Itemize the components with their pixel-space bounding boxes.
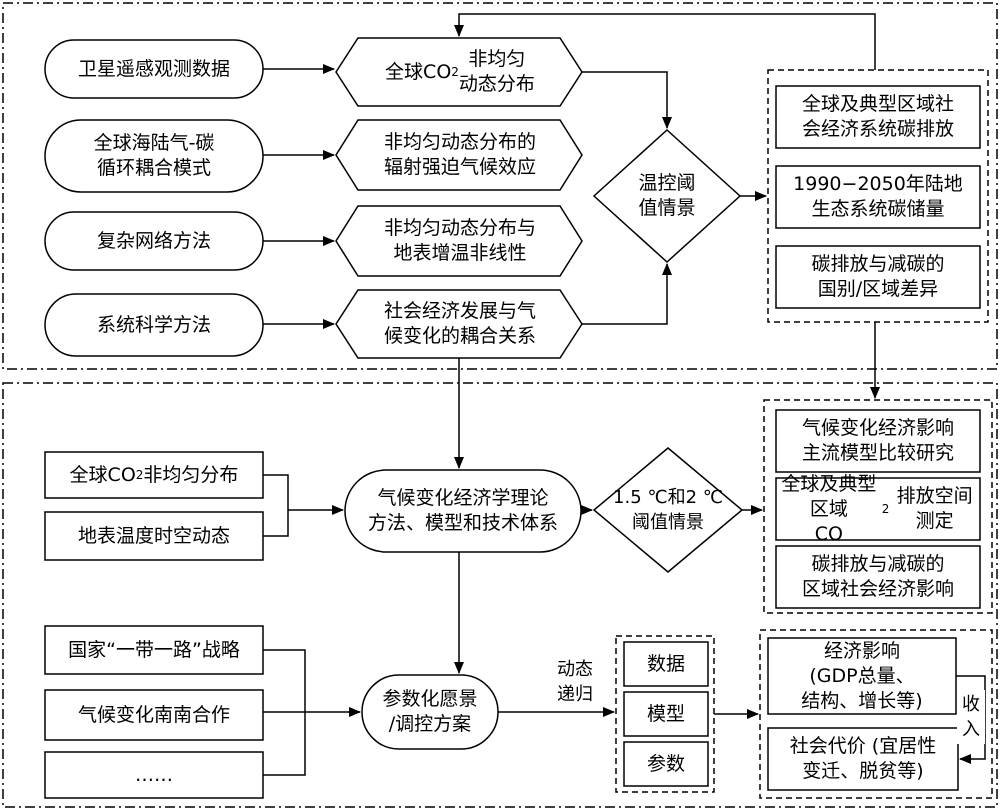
lower-section-frame [2, 382, 998, 808]
outputs-mid-frame [763, 399, 993, 614]
recursion-annotation: 动态 递归 [557, 659, 593, 705]
income-annotation: 收 入 [957, 690, 985, 744]
storage-label: 1990−2050年陆地 生态系统碳储量 [793, 173, 963, 220]
radiative-label: 非均匀动态分布的 辐射强迫气候效应 [383, 131, 536, 178]
compare-label: 气候变化经济影响 主流模型比较研究 [801, 417, 954, 464]
south-south-label: 气候变化南南合作 [77, 703, 230, 726]
threshold-15-2-label: 1.5 ℃和2 ℃ 阈值情景 [613, 487, 723, 533]
satellite-label: 卫星遥感观测数据 [77, 57, 230, 80]
belt-road-label: 国家“一带一路”战略 [68, 638, 240, 661]
temp-threshold-label: 温控阈 值情景 [638, 172, 696, 219]
threshold-15-2-diamond [592, 447, 744, 573]
system-sci-label: 系统科学方法 [96, 313, 211, 336]
ellipsis-label: …… [135, 763, 173, 786]
radiative-hex [335, 119, 583, 191]
param-label: 参数 [646, 752, 685, 775]
theory-label: 气候变化经济学理论 方法、模型和技术体系 [367, 487, 558, 534]
temp-threshold-diamond [592, 128, 742, 264]
outputs-bottom-frame [759, 629, 993, 799]
econ-impact-label: 经济影响 (GDP总量、 结构、增长等) [801, 639, 923, 712]
emission-label: 全球及典型区域社 会经济系统碳排放 [801, 93, 954, 140]
temp-dyn-label: 地表温度时空动态 [77, 524, 230, 547]
outputs-top-frame [767, 69, 989, 323]
network-label: 复杂网络方法 [96, 229, 211, 252]
scenario-label: 参数化愿景 /调控方案 [382, 688, 478, 735]
system-sci-box [44, 293, 264, 357]
model-label: 模型 [646, 702, 685, 725]
carbon-model-label: 全球海陆气-碳 循环耦合模式 [93, 132, 215, 179]
warming-label: 非均匀动态分布与 地表增温非线性 [383, 217, 536, 264]
impact-label: 碳排放与减碳的 区域社会经济影响 [801, 553, 954, 600]
data-label: 数据 [646, 652, 685, 675]
coupling-hex [335, 289, 583, 359]
warming-hex [335, 205, 583, 277]
coupling-label: 社会经济发展与气 候变化的耦合关系 [383, 300, 536, 347]
co2-dynamic-hex [335, 37, 583, 107]
diff-label: 碳排放与减碳的 国别/区域差异 [811, 253, 945, 300]
social-cost-label: 社会代价 (宜居性 变迁、脱贫等) [789, 735, 937, 782]
carbon-model-box [44, 119, 264, 193]
